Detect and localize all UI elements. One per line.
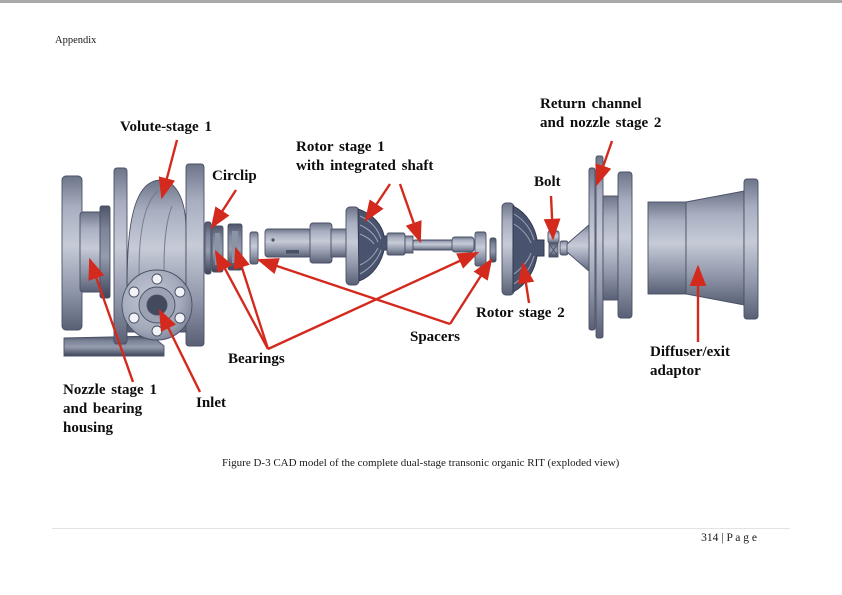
label-rotor-stage2: Rotor stage 2 [476, 305, 565, 321]
part-spacer-2 [489, 237, 497, 263]
arrow-nozzle-stage1 [88, 257, 135, 383]
label-spacers: Spacers [410, 329, 460, 345]
footer-divider [52, 528, 790, 529]
part-diffuser-exit-adaptor [647, 178, 759, 320]
arrow-rotor1-shaft [398, 183, 422, 244]
part-return-channel-nozzle-stage2 [559, 155, 633, 339]
arrow-volute [158, 139, 179, 200]
running-header: Appendix [55, 35, 97, 46]
arrow-bearings [214, 246, 480, 351]
part-nozzle-stage1-bearing-housing [61, 175, 111, 331]
part-circlip [204, 221, 212, 275]
label-return-channel: Return channel and nozzle stage 2 [540, 96, 662, 132]
label-circlip: Circlip [212, 168, 257, 184]
arrow-circlip [210, 189, 238, 230]
label-volute-stage1: Volute-stage 1 [120, 119, 212, 135]
arrow-bolt [543, 195, 561, 241]
label-diffuser-exit-adaptor: Diffuser/exit adaptor [650, 344, 730, 380]
arrow-rotor2 [517, 261, 535, 304]
page-number: 314 | P a g e [701, 532, 757, 544]
label-inlet: Inlet [196, 395, 226, 411]
label-bolt: Bolt [534, 174, 561, 190]
arrow-rotor1-wheel [364, 183, 391, 222]
part-rotor-stage1-shaft [264, 206, 475, 286]
annotation-arrows [88, 139, 707, 393]
arrow-return-channel [595, 140, 614, 187]
part-bearing-3 [474, 231, 487, 267]
part-volute-stage1 [63, 163, 205, 357]
arrow-inlet [158, 308, 202, 393]
part-rotor-stage2 [501, 202, 545, 296]
part-spacer-1 [249, 231, 259, 265]
arrow-spacers [256, 257, 493, 326]
label-nozzle-stage1: Nozzle stage 1 and bearing housing [63, 382, 157, 437]
part-bearing-1 [211, 225, 224, 273]
part-inlet-flange [121, 269, 193, 341]
window-edge-bar [0, 0, 842, 3]
figure-caption: Figure D-3 CAD model of the complete dua… [222, 457, 620, 469]
label-bearings: Bearings [228, 351, 285, 367]
label-rotor-stage1: Rotor stage 1 with integrated shaft [296, 139, 434, 175]
